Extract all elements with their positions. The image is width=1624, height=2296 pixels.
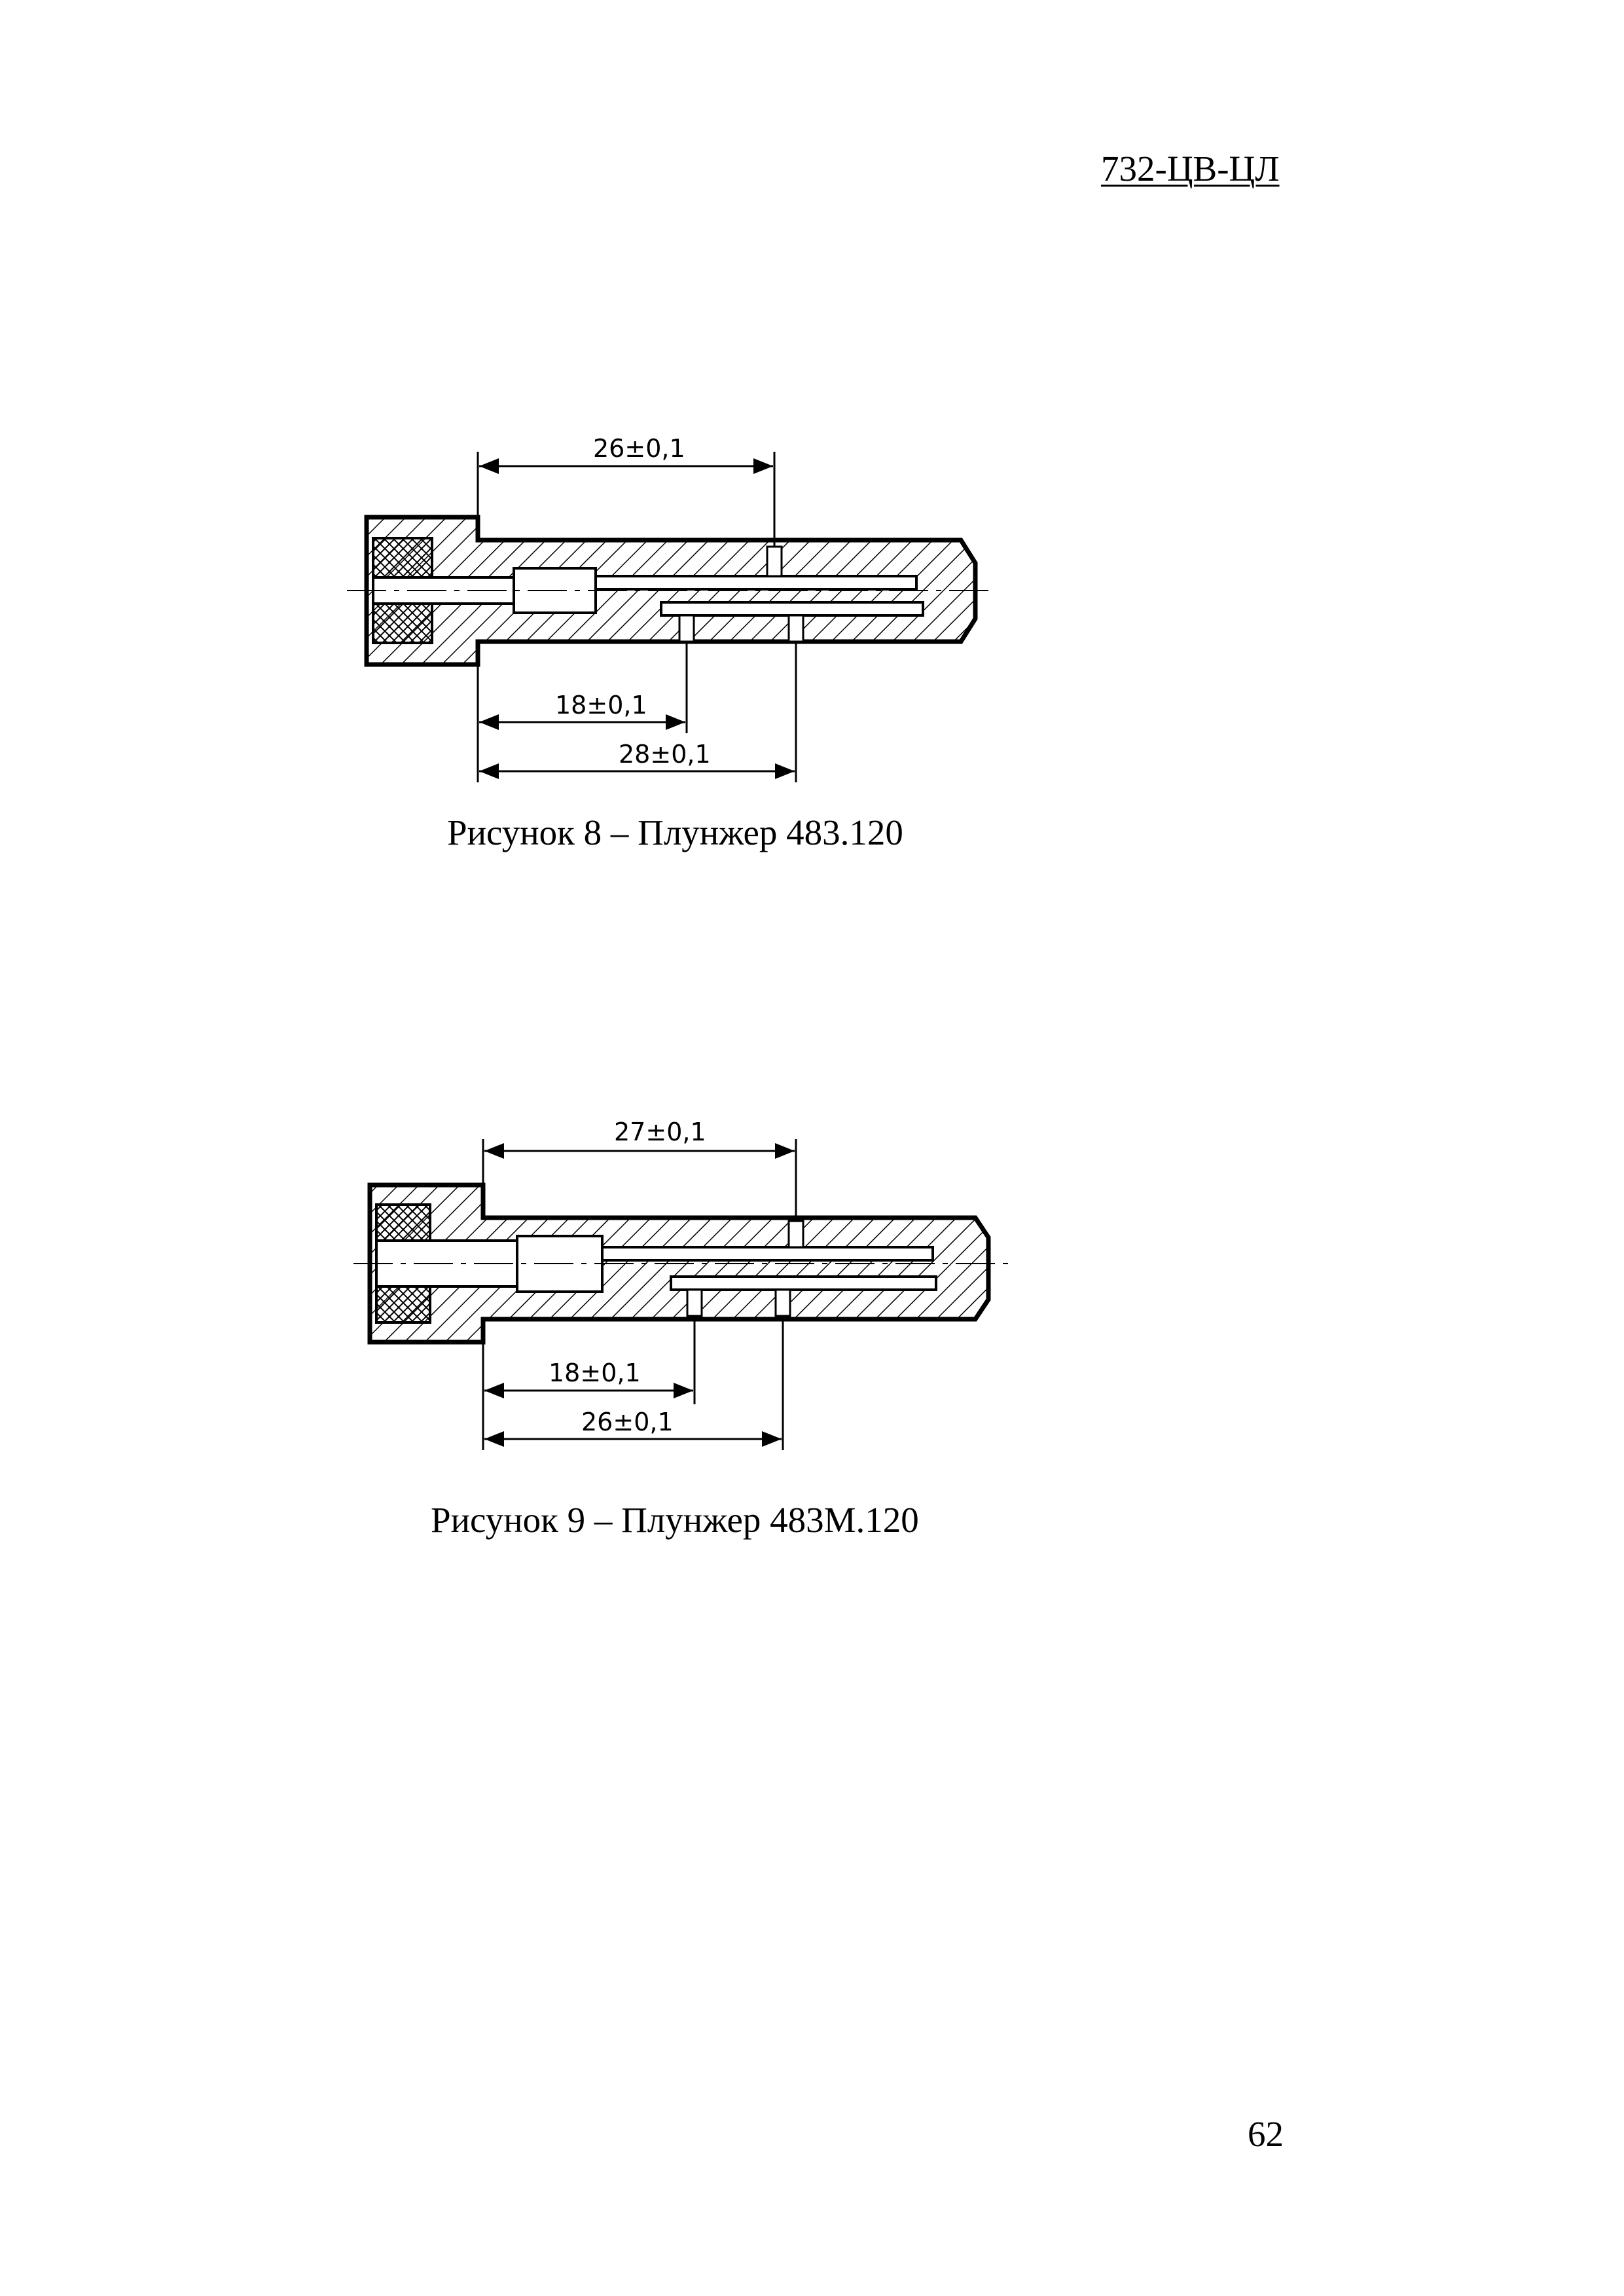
figure-9-caption: Рисунок 9 – Плунжер 483М.120 [431, 1500, 919, 1540]
dim-short-label: 18±0,1 [549, 1358, 641, 1387]
dim-top-label: 27±0,1 [614, 1118, 706, 1146]
document-code: 732-ЦВ-ЦЛ [1101, 149, 1280, 189]
figure-8-drawing: 26±0,1 18±0,1 28±0,1 [347, 434, 995, 782]
figure-9-drawing: 27±0,1 18±0,1 26±0,1 [353, 1118, 1008, 1450]
dim-long-label: 26±0,1 [581, 1408, 674, 1436]
page-number: 62 [1248, 2114, 1284, 2154]
dim-long-label: 28±0,1 [619, 740, 711, 769]
dim-short-label: 18±0,1 [555, 691, 647, 720]
figure-8-caption: Рисунок 8 – Плунжер 483.120 [447, 812, 903, 852]
dim-top-label: 26±0,1 [593, 434, 685, 463]
